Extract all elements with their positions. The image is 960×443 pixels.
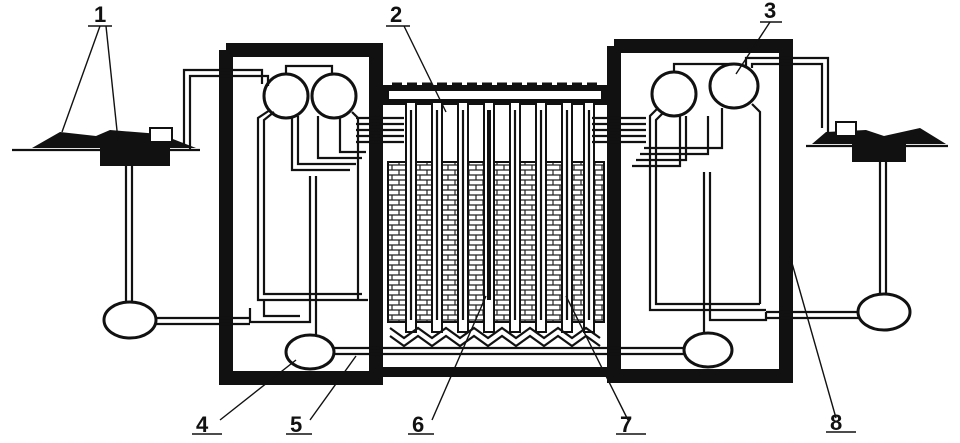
left-condensate-line bbox=[124, 166, 250, 326]
label-7: 7 bbox=[620, 412, 632, 437]
right-condensate-line bbox=[766, 162, 888, 320]
fuel-channel bbox=[457, 101, 469, 333]
right-turbine-generator bbox=[806, 121, 948, 162]
left-internal-piping bbox=[248, 64, 368, 340]
left-steam-line bbox=[182, 68, 270, 136]
left-compartment bbox=[219, 43, 383, 385]
callout-1: 1 bbox=[88, 2, 112, 27]
callout-2: 2 bbox=[386, 2, 410, 27]
callout-8: 8 bbox=[826, 410, 856, 435]
fuel-channels bbox=[405, 101, 595, 333]
main-circulation-pump-left bbox=[284, 333, 336, 371]
label-6: 6 bbox=[412, 412, 424, 437]
right-internal-piping bbox=[632, 62, 768, 340]
callout-3: 3 bbox=[760, 0, 782, 23]
main-circulation-pump-right bbox=[682, 331, 734, 369]
right-pipe-bundle bbox=[592, 116, 646, 144]
left-turbine-generator bbox=[12, 127, 200, 166]
label-3: 3 bbox=[764, 0, 776, 23]
right-drum-separators bbox=[650, 62, 760, 118]
callout-6: 6 bbox=[408, 412, 434, 437]
feed-pump-left bbox=[102, 300, 158, 340]
fuel-channel bbox=[483, 101, 495, 333]
fuel-channel bbox=[431, 101, 443, 333]
leader-lines bbox=[61, 21, 837, 421]
label-4: 4 bbox=[196, 412, 209, 437]
left-pipe-bundle bbox=[356, 116, 404, 144]
right-steam-line bbox=[744, 56, 830, 128]
fuel-channel bbox=[405, 101, 417, 333]
fuel-channel bbox=[535, 101, 547, 333]
label-1: 1 bbox=[94, 2, 106, 27]
lower-collector bbox=[389, 326, 601, 348]
label-8: 8 bbox=[830, 410, 842, 435]
pressure-header bbox=[334, 346, 684, 356]
callout-4: 4 bbox=[192, 412, 222, 437]
feed-pump-right bbox=[856, 292, 912, 332]
fuel-channel bbox=[509, 101, 521, 333]
fuel-channel bbox=[561, 101, 573, 333]
callout-5: 5 bbox=[286, 412, 312, 437]
left-drum-separators bbox=[262, 72, 358, 120]
fuel-channel bbox=[583, 101, 595, 333]
callout-7: 7 bbox=[616, 412, 646, 437]
label-2: 2 bbox=[390, 2, 402, 27]
label-5: 5 bbox=[290, 412, 302, 437]
